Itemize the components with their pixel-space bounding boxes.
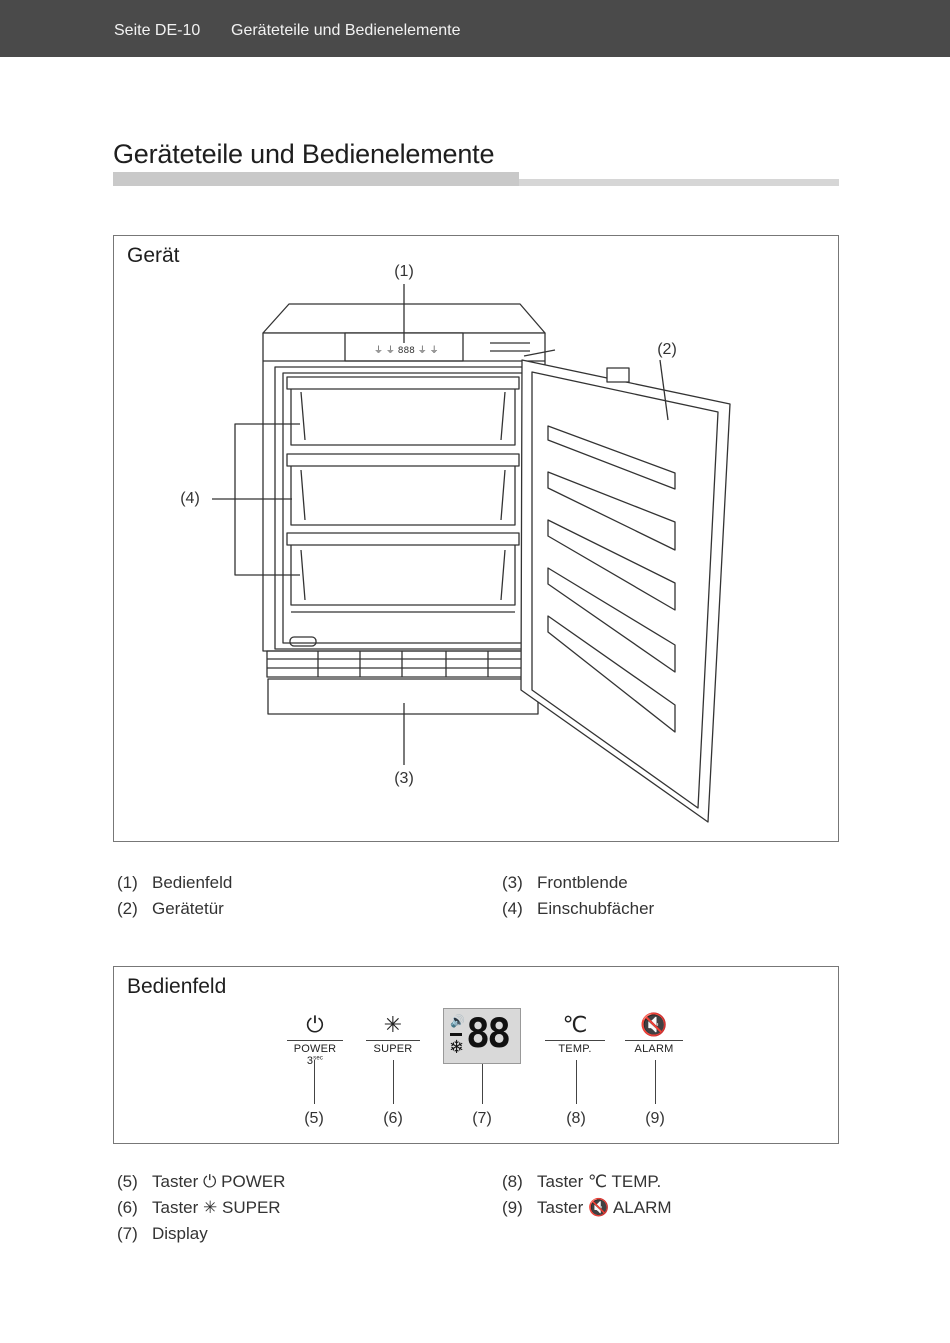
legend-item: (8)Taster ℃ TEMP. [502,1172,662,1191]
panel-legend-right: (8)Taster ℃ TEMP. (9)Taster 🔇 ALARM [502,1169,672,1221]
legend-item: (1)Bedienfeld [117,873,233,892]
callout-8: (8) [566,1110,586,1127]
alarm-label: ALARM [634,1043,674,1055]
callout-6: (6) [383,1110,403,1127]
legend-item: (7)Display [117,1224,208,1243]
page-number: Seite DE-10 [114,22,201,39]
callout-3: (3) [394,770,414,787]
legend-item: (4)Einschubfächer [502,899,655,918]
callout-7: (7) [472,1110,492,1127]
title-rule [519,179,839,186]
temp-button: ℃ TEMP. [545,1012,605,1055]
display-digits: 88 [466,1011,511,1057]
temp-label: TEMP. [558,1043,592,1055]
power-button: ⏻ POWER 3sec [287,1012,343,1067]
page-title: Geräteteile und Bedienelemente [113,139,495,169]
legend-item: (3)Frontblende [502,873,628,892]
callout-line-8 [576,1060,577,1104]
super-label: SUPER [373,1043,413,1055]
callout-line-7 [482,1064,483,1104]
speaker-mute-icon: 🔇 [640,1012,668,1037]
callout-5: (5) [304,1110,324,1127]
legend-item: (5)Taster ⏻ POWER [117,1172,286,1191]
snowflake-icon: ❄ [449,1037,465,1057]
minus-sign [450,1033,462,1036]
panel-legend-left: (5)Taster ⏻ POWER (6)Taster ✳ SUPER (7)D… [117,1169,285,1247]
celsius-icon: ℃ [562,1012,588,1037]
super-button: ✳ SUPER [366,1012,420,1055]
power-icon: ⏻ [306,1012,324,1037]
power-label: POWER 3 [293,1043,337,1067]
device-box-title: Gerät [127,244,180,267]
legend-item: (2)Gerätetür [117,899,224,918]
device-legend-left: (1)Bedienfeld (2)Gerätetür [117,870,232,922]
callout-9: (9) [645,1110,665,1127]
legend-item: (9)Taster 🔇 ALARM [502,1198,672,1217]
snowflake-asterisk-icon: ✳ [383,1012,403,1037]
title-underline [113,172,519,186]
callout-4: (4) [180,490,200,507]
header-section-title: Geräteteile und Bedienelemente [231,22,461,39]
page-header: Seite DE-10 Geräteteile und Bedienelemen… [0,0,950,57]
alarm-button: 🔇 ALARM [625,1012,683,1055]
callout-1: (1) [394,263,414,280]
callout-2: (2) [657,341,677,358]
callout-line-6 [393,1060,394,1104]
callout-line-5 [314,1060,315,1104]
device-figure-box: Gerät [113,235,839,842]
callout-line-9 [655,1060,656,1104]
legend-item: (6)Taster ✳ SUPER [117,1198,281,1217]
display: 🔊 ❄ 88 [443,1008,521,1064]
device-legend-right: (3)Frontblende (4)Einschubfächer [502,870,654,922]
panel-box-title: Bedienfeld [127,975,227,998]
speaker-icon: 🔊 [450,1014,465,1028]
